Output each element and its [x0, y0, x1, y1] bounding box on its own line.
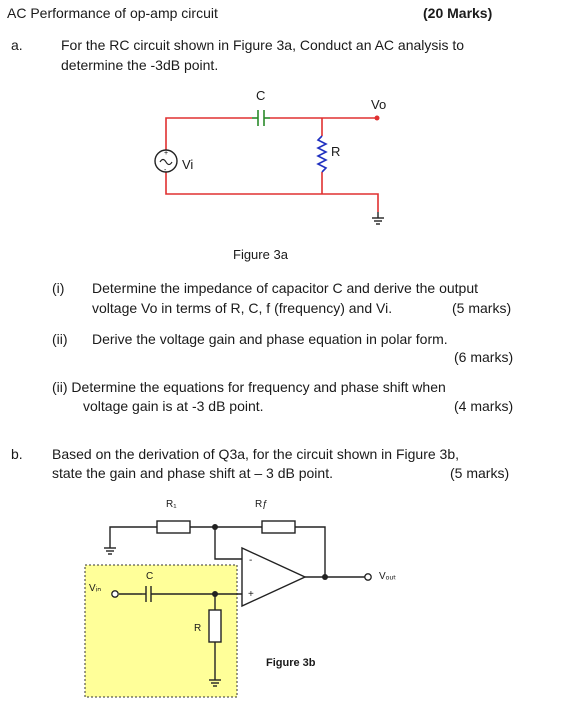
part-b-line2: state the gain and phase shift at – 3 dB… [52, 465, 333, 481]
ground-icon-bottom [209, 679, 221, 687]
svg-text:+: + [164, 150, 168, 157]
resistor-rf [261, 520, 296, 534]
output-node [374, 115, 380, 121]
fig3b-vout-label: Vₒᵤₜ [379, 571, 397, 582]
ground-icon-left [104, 547, 116, 555]
fig3b-caption: Figure 3b [266, 657, 316, 669]
fig3b-r1-label: R₁ [166, 499, 177, 510]
node-feedback [322, 574, 328, 580]
resistor-r [316, 135, 328, 173]
assignment-title: AC Performance of op-amp circuit [7, 5, 218, 21]
part-a-letter: a. [11, 37, 23, 53]
resistor-r1 [156, 520, 191, 534]
fig3b-vin-label: Vᵢₙ [89, 583, 102, 594]
fig3a-caption: Figure 3a [233, 247, 288, 262]
q-ii-marks: (6 marks) [454, 349, 514, 365]
q-i-line2: voltage Vo in terms of R, C, f (frequenc… [92, 300, 393, 316]
q-ii-number: (ii) [52, 331, 68, 347]
vin-terminal [111, 590, 119, 598]
q-i-number: (i) [52, 280, 65, 296]
op-amp-triangle [241, 546, 307, 608]
part-a-intro-line1: For the RC circuit shown in Figure 3a, C… [61, 37, 465, 53]
q-iii-marks: (4 marks) [454, 398, 514, 414]
part-b-line1: Based on the derivation of Q3a, for the … [52, 446, 460, 462]
fig3b-r-label: R [194, 623, 202, 634]
fig3b-cap-label: C [146, 571, 154, 582]
part-b-marks: (5 marks) [450, 465, 510, 481]
fig3b-minus-label: - [249, 555, 253, 566]
fig3b-rf-label: Rƒ [255, 499, 268, 510]
q-iii-line1: (ii) Determine the equations for frequen… [52, 379, 446, 395]
q-i-line1: Determine the impedance of capacitor C a… [92, 280, 479, 296]
part-b-letter: b. [11, 446, 23, 462]
fig3a-source-label: Vi [182, 157, 194, 172]
resistor-r [208, 609, 222, 643]
q-ii-line1: Derive the voltage gain and phase equati… [92, 331, 448, 347]
fig3a-output-label: Vo [371, 97, 387, 112]
node-noninverting [212, 591, 218, 597]
ac-source-icon: + - [154, 149, 178, 174]
q-iii-line2: voltage gain is at -3 dB point. [83, 398, 264, 414]
fig3a-cap-label: C [256, 88, 266, 103]
fig3a-resistor-label: R [331, 144, 341, 159]
ground-icon [372, 212, 384, 225]
fig3b-plus-label: + [248, 589, 254, 600]
capacitor-c [252, 110, 270, 126]
total-marks: (20 Marks) [423, 5, 493, 21]
svg-text:-: - [164, 167, 167, 174]
red-wires [165, 117, 379, 212]
node-inverting [212, 524, 218, 530]
part-a-intro-line2: determine the -3dB point. [61, 57, 219, 73]
figure-3a-circuit: + - [154, 110, 384, 225]
vout-terminal [364, 573, 372, 581]
q-i-marks: (5 marks) [452, 300, 512, 316]
